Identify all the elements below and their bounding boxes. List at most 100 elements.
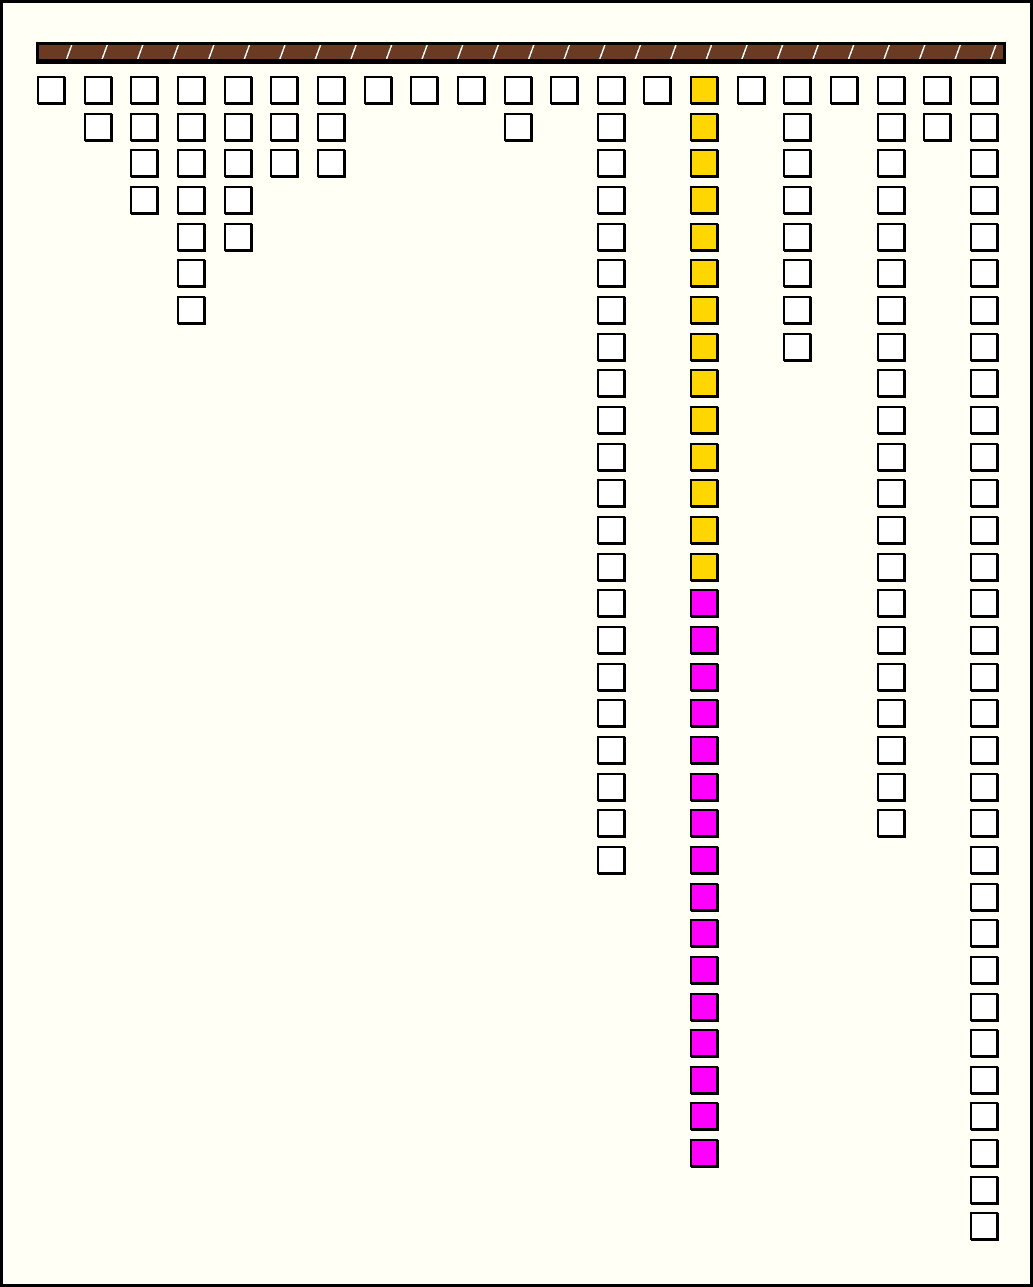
column-14-block[interactable] — [690, 185, 719, 214]
column-20-block[interactable] — [970, 772, 998, 801]
column-3-block[interactable] — [176, 185, 205, 214]
column-12-block[interactable] — [596, 259, 625, 288]
column-12-block[interactable] — [596, 772, 625, 801]
column-18-block[interactable] — [876, 662, 905, 691]
column-4-block[interactable] — [223, 76, 252, 104]
column-14-block[interactable] — [690, 1065, 719, 1094]
column-14-block[interactable] — [690, 809, 719, 838]
column-14-block[interactable] — [690, 295, 719, 324]
column-3-block[interactable] — [176, 222, 205, 251]
column-12-block[interactable] — [596, 332, 625, 361]
column-4-block[interactable] — [223, 222, 252, 251]
column-1-block[interactable] — [83, 112, 112, 141]
column-14-block[interactable] — [690, 369, 719, 398]
column-12-block[interactable] — [596, 112, 625, 141]
column-12-block[interactable] — [596, 589, 625, 618]
column-20-block[interactable] — [970, 699, 998, 728]
column-14-block[interactable] — [690, 1102, 719, 1131]
column-3-block[interactable] — [176, 76, 205, 104]
column-14-block[interactable] — [690, 112, 719, 141]
column-14-block[interactable] — [690, 332, 719, 361]
column-18-block[interactable] — [876, 295, 905, 324]
column-20-block[interactable] — [970, 222, 998, 251]
column-18-block[interactable] — [876, 809, 905, 838]
column-6-block[interactable] — [316, 76, 345, 104]
column-12-block[interactable] — [596, 222, 625, 251]
column-20-block[interactable] — [970, 552, 998, 581]
column-14-block[interactable] — [690, 222, 719, 251]
column-11-block[interactable] — [550, 76, 579, 104]
column-12-block[interactable] — [596, 76, 625, 104]
column-12-block[interactable] — [596, 442, 625, 471]
column-18-block[interactable] — [876, 589, 905, 618]
column-0-block[interactable] — [37, 76, 65, 104]
column-20-block[interactable] — [970, 1212, 998, 1241]
column-12-block[interactable] — [596, 699, 625, 728]
column-14-block[interactable] — [690, 552, 719, 581]
column-20-block[interactable] — [970, 112, 998, 141]
column-16-block[interactable] — [783, 76, 812, 104]
column-14-block[interactable] — [690, 589, 719, 618]
column-5-block[interactable] — [270, 112, 299, 141]
column-20-block[interactable] — [970, 1065, 998, 1094]
column-20-block[interactable] — [970, 442, 998, 471]
column-4-block[interactable] — [223, 185, 252, 214]
column-13-block[interactable] — [643, 76, 672, 104]
column-20-block[interactable] — [970, 369, 998, 398]
column-18-block[interactable] — [876, 405, 905, 434]
column-14-block[interactable] — [690, 625, 719, 654]
column-14-block[interactable] — [690, 259, 719, 288]
column-12-block[interactable] — [596, 185, 625, 214]
column-16-block[interactable] — [783, 185, 812, 214]
column-20-block[interactable] — [970, 515, 998, 544]
column-20-block[interactable] — [970, 589, 998, 618]
column-6-block[interactable] — [316, 112, 345, 141]
column-5-block[interactable] — [270, 76, 299, 104]
column-14-block[interactable] — [690, 735, 719, 764]
column-7-block[interactable] — [363, 76, 392, 104]
column-14-block[interactable] — [690, 955, 719, 984]
column-3-block[interactable] — [176, 149, 205, 178]
column-18-block[interactable] — [876, 332, 905, 361]
column-20-block[interactable] — [970, 1029, 998, 1058]
column-3-block[interactable] — [176, 295, 205, 324]
column-3-block[interactable] — [176, 112, 205, 141]
column-20-block[interactable] — [970, 845, 998, 874]
column-9-block[interactable] — [456, 76, 485, 104]
column-19-block[interactable] — [923, 76, 952, 104]
column-12-block[interactable] — [596, 662, 625, 691]
column-20-block[interactable] — [970, 259, 998, 288]
column-14-block[interactable] — [690, 1139, 719, 1168]
column-20-block[interactable] — [970, 662, 998, 691]
column-14-block[interactable] — [690, 1029, 719, 1058]
column-16-block[interactable] — [783, 222, 812, 251]
column-20-block[interactable] — [970, 405, 998, 434]
column-14-block[interactable] — [690, 992, 719, 1021]
column-12-block[interactable] — [596, 735, 625, 764]
column-12-block[interactable] — [596, 405, 625, 434]
column-20-block[interactable] — [970, 1139, 998, 1168]
column-18-block[interactable] — [876, 699, 905, 728]
column-4-block[interactable] — [223, 112, 252, 141]
column-18-block[interactable] — [876, 735, 905, 764]
column-14-block[interactable] — [690, 662, 719, 691]
column-14-block[interactable] — [690, 882, 719, 911]
column-15-block[interactable] — [736, 76, 765, 104]
column-19-block[interactable] — [923, 112, 952, 141]
column-12-block[interactable] — [596, 809, 625, 838]
column-14-block[interactable] — [690, 76, 719, 104]
column-14-block[interactable] — [690, 149, 719, 178]
column-16-block[interactable] — [783, 332, 812, 361]
column-10-block[interactable] — [503, 76, 532, 104]
column-20-block[interactable] — [970, 919, 998, 948]
column-20-block[interactable] — [970, 1102, 998, 1131]
column-20-block[interactable] — [970, 882, 998, 911]
column-18-block[interactable] — [876, 222, 905, 251]
column-2-block[interactable] — [130, 112, 159, 141]
column-10-block[interactable] — [503, 112, 532, 141]
column-12-block[interactable] — [596, 515, 625, 544]
column-16-block[interactable] — [783, 295, 812, 324]
column-1-block[interactable] — [83, 76, 112, 104]
column-18-block[interactable] — [876, 442, 905, 471]
column-17-block[interactable] — [830, 76, 859, 104]
